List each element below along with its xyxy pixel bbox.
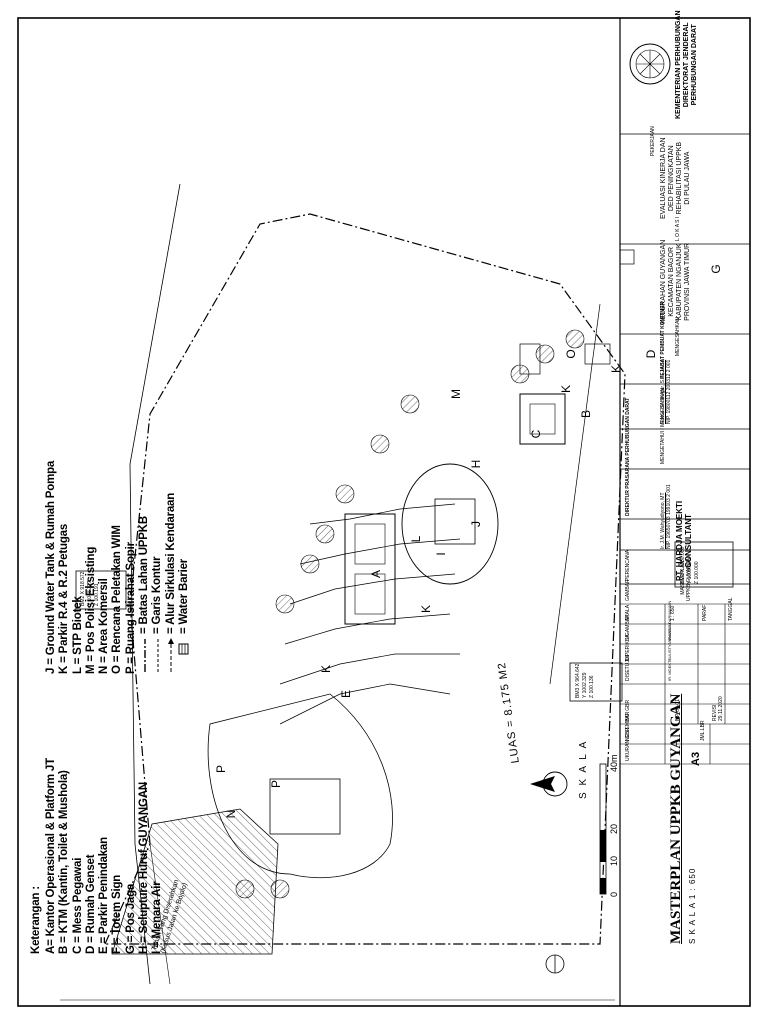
approved-label: MENGESAHKAN (675, 317, 681, 356)
paraf-label: PARAF (702, 604, 708, 621)
sheet-value: JML.LBR (700, 720, 706, 741)
known-label: MENGETAHUI / MENGESAHKAN (660, 387, 666, 464)
scale-tick-0: 0 (609, 891, 619, 897)
size-label: UKURAN GBR (625, 727, 631, 761)
drawing-label: GAMBAR (625, 579, 631, 601)
legend-right: J = Ground Water Tank & Rumah Pompa K = … (45, 460, 190, 674)
approved-row-label: DISETUJUI (625, 655, 631, 681)
approved-row-name: IR. MOEKTI (667, 659, 672, 681)
plan-subtitle: S K A L A 1 : 650 (688, 867, 697, 944)
project-name: EVALUASI KINERJA DAN DED PENINGKATAN REH… (660, 137, 691, 219)
scale-word: S K A L A (578, 739, 589, 799)
ministry-logo-icon (629, 43, 671, 85)
revisi-label: REVISI 29.11.2020 (712, 696, 724, 721)
project-label: PEKERJAAN (650, 126, 656, 156)
location-label: L O K A S I (675, 216, 681, 241)
legend-heading: Keterangan : (30, 886, 42, 954)
scale-tick-20: 20 (609, 823, 619, 834)
plan-title: MASTERPLAN UPPKB GUYANGAN (668, 693, 684, 944)
agency-name: KEMENTERIAN PERHUBUNGAN DIREKTORAT JENDE… (675, 10, 698, 119)
director-title: DIREKTUR PRASARANA PERHUBUNGAN DARAT (625, 397, 631, 516)
scale-tick-40: 40m (609, 754, 619, 772)
legend-left: A= Kantor Operasional & Platform JT B = … (45, 758, 164, 954)
size-value: A3 (690, 751, 702, 766)
planner-label: PERENCANA (625, 549, 631, 581)
tanggal-label: TANGGAL (728, 597, 734, 621)
scale-tick-10: 10 (609, 855, 619, 866)
director-signature: Ir. J.M. Wahyudiyono, MT NIP. 19650703 1… (660, 484, 672, 549)
checked-name: SULISTYANINGRUM (667, 622, 672, 661)
